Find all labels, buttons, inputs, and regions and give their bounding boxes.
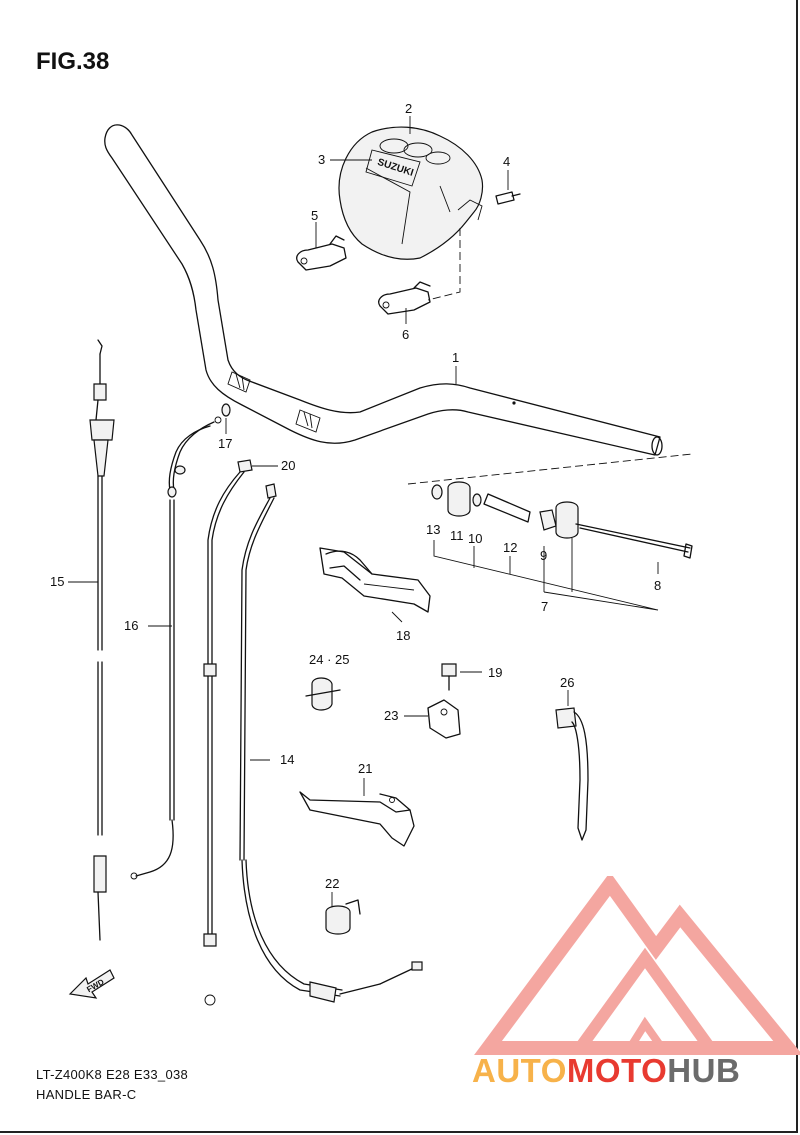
callout-11: 11 bbox=[450, 528, 464, 543]
callout-5: 5 bbox=[311, 208, 318, 223]
callout-2: 2 bbox=[405, 101, 412, 116]
callout-17: 17 bbox=[218, 436, 232, 451]
callout-14: 14 bbox=[280, 752, 294, 767]
brake-cable-front[interactable] bbox=[203, 459, 253, 1006]
figure-title: FIG.38 bbox=[36, 48, 110, 75]
cable-guide[interactable] bbox=[319, 547, 431, 613]
cover-assembly-line bbox=[427, 228, 461, 301]
callout-numbers: 1 2 3 4 5 6 7 8 9 10 11 12 13 14 15 16 1… bbox=[50, 101, 661, 891]
callout-10: 10 bbox=[468, 531, 482, 546]
callout-6: 6 bbox=[402, 327, 409, 342]
figure-name: HANDLE BAR-C bbox=[36, 1087, 137, 1102]
callout-18: 18 bbox=[396, 628, 410, 643]
clamp-22[interactable] bbox=[325, 899, 361, 935]
throttle-cable[interactable] bbox=[89, 339, 115, 941]
balancer-bolt[interactable] bbox=[575, 523, 693, 559]
callout-12: 12 bbox=[503, 540, 517, 555]
balancer-nut[interactable] bbox=[539, 509, 557, 531]
cover-bracket-right[interactable] bbox=[378, 281, 431, 315]
balancer-ring[interactable] bbox=[472, 493, 482, 507]
callout-9: 9 bbox=[540, 548, 547, 563]
handlebar-cover[interactable]: SUZUKI bbox=[338, 126, 484, 260]
balancer-rubber[interactable] bbox=[447, 481, 471, 517]
screw[interactable] bbox=[495, 191, 521, 205]
callout-21: 21 bbox=[358, 761, 372, 776]
clamp-23[interactable] bbox=[427, 699, 461, 739]
grommet[interactable] bbox=[221, 403, 231, 417]
watermark-logo bbox=[474, 876, 800, 1055]
callout-20: 20 bbox=[281, 458, 295, 473]
balancer-washer[interactable] bbox=[431, 484, 443, 500]
balancer-weight[interactable] bbox=[555, 501, 579, 539]
leader-lines bbox=[68, 116, 569, 908]
watermark-text-auto: AUTO bbox=[472, 1052, 567, 1089]
callout-15: 15 bbox=[50, 574, 64, 589]
handlebar[interactable] bbox=[104, 124, 663, 456]
bracket-21[interactable] bbox=[299, 791, 415, 847]
watermark-text-moto: MOTO bbox=[566, 1052, 668, 1089]
cover-bracket-left[interactable] bbox=[296, 235, 347, 271]
clamp-24-25[interactable] bbox=[305, 677, 341, 711]
callout-8: 8 bbox=[654, 578, 661, 593]
bolt-19[interactable] bbox=[441, 663, 457, 691]
callout-3: 3 bbox=[318, 152, 325, 167]
clutch-cable[interactable] bbox=[130, 416, 222, 880]
callout-24-25: 24 · 25 bbox=[309, 652, 349, 667]
callout-26: 26 bbox=[560, 675, 574, 690]
callout-4: 4 bbox=[503, 154, 510, 169]
callout-23: 23 bbox=[384, 708, 398, 723]
callout-1: 1 bbox=[452, 350, 459, 365]
callout-7: 7 bbox=[541, 599, 548, 614]
watermark-text-hub: HUB bbox=[667, 1052, 741, 1089]
watermark-triangle-icon bbox=[474, 876, 800, 1055]
callout-19: 19 bbox=[488, 665, 502, 680]
callout-22: 22 bbox=[325, 876, 339, 891]
figure-code: LT-Z400K8 E28 E33_038 bbox=[36, 1067, 189, 1082]
callout-13: 13 bbox=[426, 522, 440, 537]
watermark-text: AUTOMOTOHUB bbox=[472, 1052, 740, 1090]
callout-16: 16 bbox=[124, 618, 138, 633]
brake-cable-rear[interactable] bbox=[239, 483, 423, 1003]
balancer-assembly bbox=[407, 453, 693, 611]
fwd-arrow: FWD bbox=[68, 969, 115, 999]
balancer-shaft[interactable] bbox=[483, 493, 531, 523]
cable-tie[interactable] bbox=[555, 707, 589, 841]
